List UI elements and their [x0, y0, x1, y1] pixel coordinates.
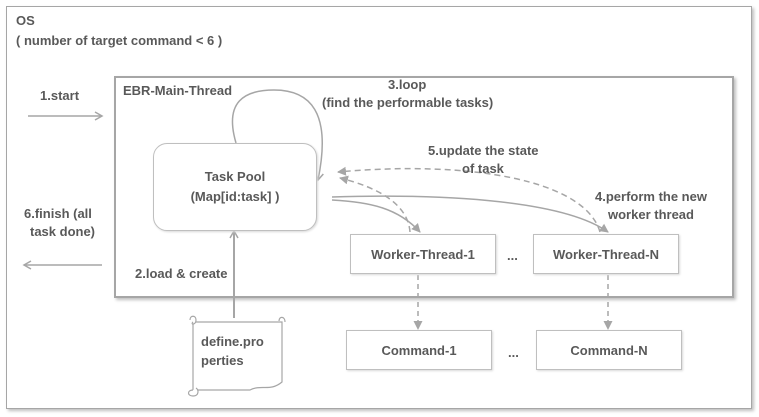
properties-file-label-1: define.pro: [201, 334, 264, 349]
command-n-label: Command-N: [570, 342, 648, 358]
step-loop-label-1: 3.loop: [388, 77, 427, 92]
os-title: OS: [16, 13, 35, 28]
step-loop-label-2: (find the performable tasks): [322, 95, 494, 110]
step-perform-label-1: 4.perform the new: [595, 189, 707, 204]
worker-thread-1-box: Worker-Thread-1: [350, 234, 496, 274]
step-update-label-2: of task: [462, 161, 504, 176]
worker-thread-n-label: Worker-Thread-N: [553, 246, 659, 262]
spawn-arrow-n: [331, 195, 609, 233]
task-pool-box: Task Pool (Map[id:task] ): [153, 143, 317, 231]
step-update-label-1: 5.update the state: [428, 143, 539, 158]
step-perform-label-2: worker thread: [608, 207, 694, 222]
loop-arrow: [231, 89, 324, 182]
os-subtitle: ( number of target command < 6 ): [16, 33, 223, 48]
properties-file-label-2: perties: [201, 353, 244, 368]
step-load-label: 2.load & create: [135, 266, 228, 281]
step-finish-label-1: 6.finish (all: [24, 206, 92, 221]
worker-ellipsis: ...: [507, 248, 518, 263]
task-pool-subtitle: (Map[id:task] ): [190, 189, 280, 204]
update-arrow-n: [337, 166, 601, 233]
step-finish-label-2: task done): [30, 224, 96, 239]
update-arrow-1: [339, 175, 411, 233]
main-thread-title: EBR-Main-Thread: [123, 83, 233, 98]
step-start-label: 1.start: [40, 88, 80, 103]
spawn-arrow-1: [331, 199, 421, 233]
command-1-label: Command-1: [381, 342, 457, 358]
command-ellipsis: ...: [508, 345, 519, 360]
worker-thread-1-label: Worker-Thread-1: [371, 246, 475, 262]
properties-file-icon: [187, 315, 286, 397]
command-1-box: Command-1: [346, 330, 492, 370]
command-n-box: Command-N: [536, 330, 682, 370]
task-pool-title: Task Pool: [204, 169, 266, 184]
worker-thread-n-box: Worker-Thread-N: [533, 234, 679, 274]
